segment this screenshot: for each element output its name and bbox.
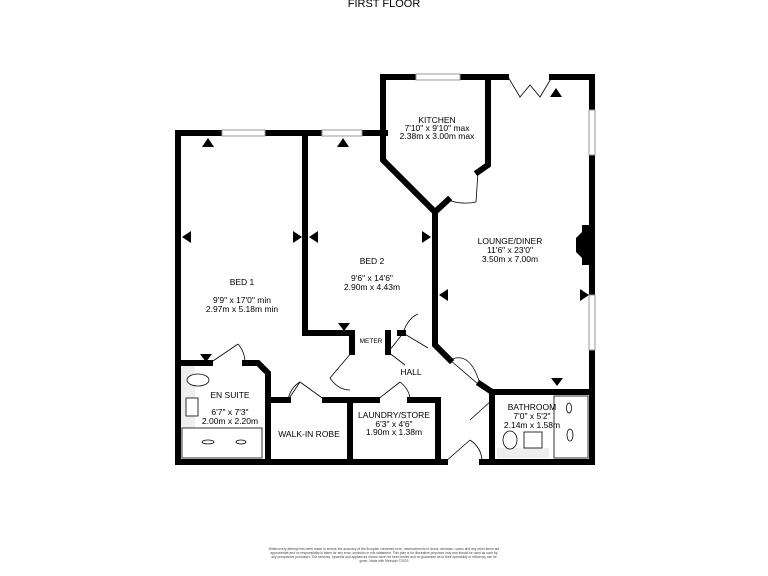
bathroom-name: BATHROOM [508, 402, 556, 412]
ensuite-metric: 2.00m x 2.20m [202, 416, 258, 426]
bathroom-metric: 2.14m x 1.58m [504, 420, 560, 430]
floor-title: FIRST FLOOR [347, 0, 421, 10]
sink-icon [523, 431, 543, 449]
kitchen-name: KITCHEN [418, 115, 455, 125]
kitchen-metric: 2.38m x 3.00m max [400, 131, 475, 141]
toilet-icon [186, 373, 210, 387]
disclaimer: Whilst every attempt has been made to en… [268, 547, 500, 563]
toilet-icon [502, 430, 518, 450]
laundry-imperial: 6'3" x 4'6" [375, 419, 412, 429]
bathroom-imperial: 7'0" x 5'2" [513, 411, 550, 421]
bed2-metric: 2.90m x 4.43m [344, 282, 400, 292]
walkin-name: WALK-IN ROBE [278, 429, 340, 439]
lounge-name: LOUNGE/DINER [478, 236, 543, 246]
laundry-metric: 1.90m x 1.38m [366, 427, 422, 437]
room-labels: KITCHEN 7'10" x 9'10" max 2.38m x 3.00m … [202, 115, 560, 439]
bed1-metric: 2.97m x 5.18m min [206, 304, 279, 314]
windows [221, 73, 596, 351]
arrow-markers [182, 88, 589, 386]
sink-icon [185, 397, 199, 417]
ensuite-imperial: 6'7" x 7'3" [211, 407, 248, 417]
lounge-metric: 3.50m x 7.00m [482, 254, 538, 264]
bath-icon [553, 395, 589, 459]
bed2-name: BED 2 [360, 256, 385, 266]
fixtures [181, 366, 589, 459]
kitchen-imperial: 7'10" x 9'10" max [404, 123, 470, 133]
hall-name: HALL [400, 367, 422, 377]
fireplace-icon [576, 225, 589, 265]
doors [209, 76, 553, 463]
shower-icon [181, 427, 263, 459]
lounge-imperial: 11'6" x 23'0" [487, 245, 533, 255]
meter-name: METER [360, 338, 383, 345]
laundry-name: LAUNDRY/STORE [358, 410, 430, 420]
bed1-imperial: 9'9" x 17'0" min [213, 295, 271, 305]
ensuite-name: EN SUITE [210, 390, 250, 400]
bed1-name: BED 1 [230, 277, 255, 287]
bed2-imperial: 9'6" x 14'6" [351, 273, 393, 283]
